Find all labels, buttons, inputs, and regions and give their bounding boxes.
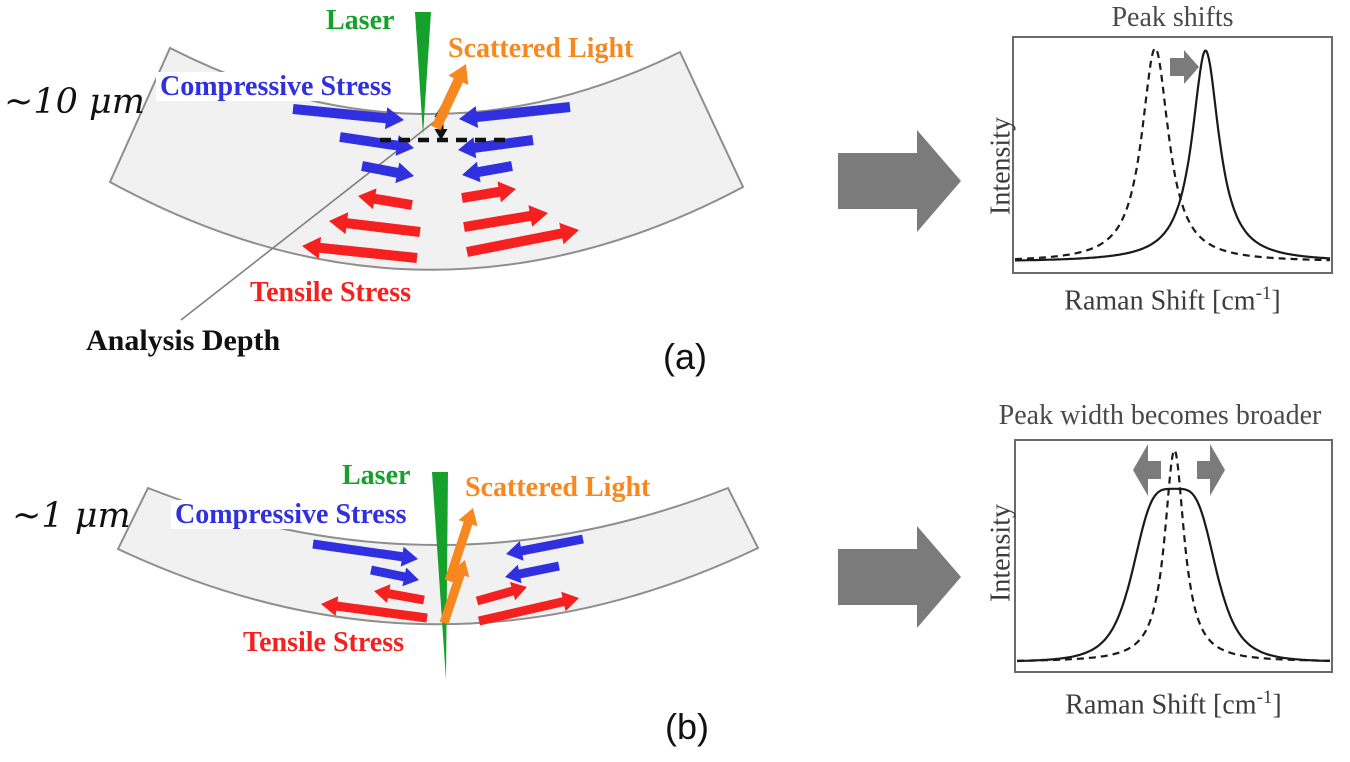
tensile-stress-label-b: Tensile Stress [239, 628, 409, 657]
analysis-depth-label: Analysis Depth [86, 324, 281, 357]
chart-title-a: Peak shifts [1111, 2, 1234, 33]
compressive-stress-arrow [312, 539, 418, 567]
scattered-light-label-b: Scattered Light [465, 472, 651, 503]
panel-letter-b: (b) [665, 706, 709, 747]
compressive-stress-arrow [462, 161, 513, 183]
compressive-stress-arrow [292, 104, 404, 130]
chart-title-b: Peak width becomes broader [998, 400, 1322, 431]
scattered-light-label-a: Scattered Light [448, 33, 634, 64]
tensile-stress-arrow [374, 584, 425, 605]
tensile-stress-arrow [475, 581, 527, 606]
implies-arrow-icon [838, 130, 961, 232]
tensile-stress-arrow [463, 205, 548, 232]
sample-slab-a [108, 46, 745, 271]
compressive-stress-arrow [458, 135, 534, 159]
depth-scale-label-b: ~1 μm [12, 496, 131, 536]
reference-peak-curve [1015, 47, 1330, 262]
x-axis-label-close: ] [1271, 285, 1281, 317]
compressive-stress-arrow [459, 102, 571, 128]
raman-spectrum-chart-a [1012, 36, 1333, 274]
scattered-light-arrow [444, 508, 478, 583]
tensile-stress-arrow [321, 596, 428, 623]
scattered-light-arrow [431, 64, 469, 131]
reference-peak-curve [1017, 448, 1331, 662]
implies-arrow-icon [838, 526, 961, 628]
compressive-stress-label-b: Compressive Stress [171, 500, 411, 529]
y-axis-label-a: Intensity [985, 117, 1017, 215]
raman-spectrum-chart-b [1014, 439, 1333, 673]
compressive-stress-arrow [505, 561, 560, 584]
tensile-stress-arrow [461, 181, 516, 203]
tensile-stress-label-a: Tensile Stress [250, 277, 412, 308]
broaden-left-arrow-icon [1133, 444, 1161, 496]
peak-shift-arrow-icon [1170, 50, 1199, 84]
broadened-peak-curve [1017, 487, 1331, 663]
laser-label-a: Laser [326, 5, 395, 36]
y-axis-label-b: Intensity [985, 504, 1017, 602]
x-axis-label-sup: -1 [1255, 283, 1272, 304]
x-axis-label-b: Raman Shift [cm-1] [1015, 688, 1332, 720]
laser-label-b: Laser [342, 460, 411, 491]
x-axis-label-sup: -1 [1256, 687, 1273, 708]
laser-beam-icon [415, 12, 431, 135]
scattered-light-arrow [439, 560, 470, 625]
laser-beam-icon [432, 472, 448, 680]
x-axis-label-base: Raman Shift [cm [1064, 285, 1256, 317]
x-axis-label-a: Raman Shift [cm-1] [1013, 284, 1332, 316]
compressive-stress-arrow [370, 565, 419, 587]
panel-letter-a: (a) [663, 336, 707, 377]
tensile-stress-arrow [466, 222, 579, 257]
plot-frame [1012, 36, 1333, 274]
depth-double-arrow-down [434, 123, 448, 140]
depth-scale-label-a: ~10 μm [4, 82, 145, 122]
broaden-right-arrow-icon [1197, 444, 1225, 496]
tensile-stress-arrow [358, 188, 413, 210]
compressive-stress-arrow [339, 132, 414, 156]
x-axis-label-close: ] [1272, 689, 1282, 721]
compressive-stress-arrow [361, 161, 414, 184]
compressive-stress-label-a: Compressive Stress [156, 72, 396, 101]
analysis-depth-leader-line [180, 121, 435, 321]
shifted-peak-curve [1015, 49, 1331, 262]
tensile-stress-arrow [302, 236, 418, 263]
tensile-stress-arrow [478, 591, 579, 626]
plot-frame [1014, 439, 1333, 673]
x-axis-label-base: Raman Shift [cm [1065, 689, 1257, 721]
tensile-stress-arrow [329, 212, 421, 237]
compressive-stress-arrow [506, 534, 584, 561]
